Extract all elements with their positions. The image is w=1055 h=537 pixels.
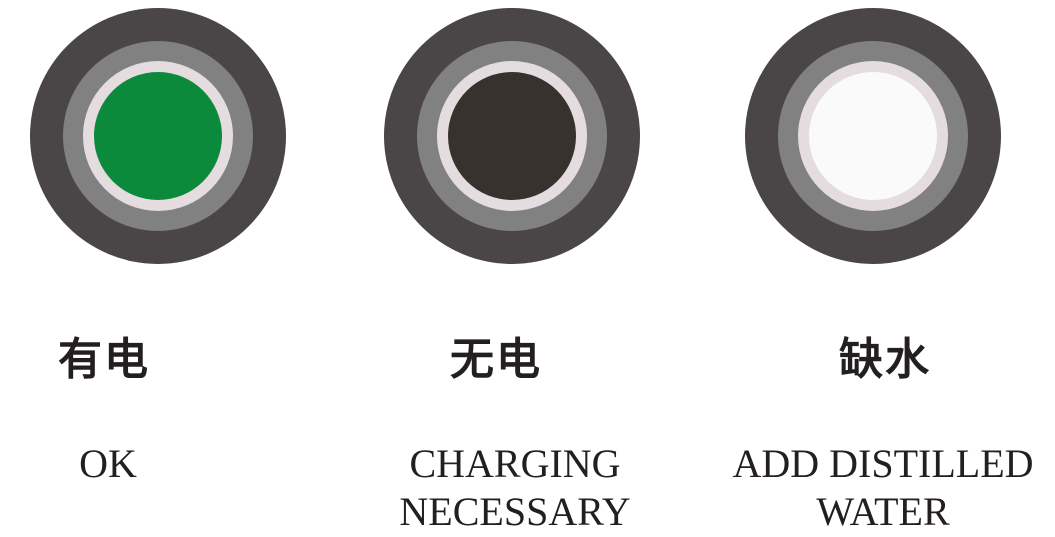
indicator-charging: 无电 CHARGING NECESSARY bbox=[352, 0, 672, 537]
en-label-add-water: ADD DISTILLED WATER bbox=[713, 440, 1053, 536]
lamp-add-water bbox=[745, 8, 1001, 264]
lamp-charging bbox=[384, 8, 640, 264]
indicator-add-water: 缺水 ADD DISTILLED WATER bbox=[705, 0, 1034, 537]
en-label-line: ADD DISTILLED bbox=[732, 441, 1034, 486]
lamp-core-dark bbox=[448, 72, 576, 200]
lamp-core-green bbox=[94, 72, 222, 200]
cn-label-ok: 有电 bbox=[58, 334, 150, 385]
en-label-line: CHARGING bbox=[409, 441, 621, 486]
en-label-line: OK bbox=[79, 441, 137, 486]
en-label-line: WATER bbox=[816, 489, 950, 534]
indicator-ok: 有电 OK bbox=[0, 0, 320, 537]
lamp-ok bbox=[30, 8, 286, 264]
cn-label-add-water: 缺水 bbox=[839, 334, 931, 385]
en-label-line: NECESSARY bbox=[399, 489, 631, 534]
lamp-core-white bbox=[809, 72, 937, 200]
cn-label-charging: 无电 bbox=[450, 334, 542, 385]
en-label-ok: OK bbox=[0, 440, 288, 488]
en-label-charging: CHARGING NECESSARY bbox=[335, 440, 695, 536]
